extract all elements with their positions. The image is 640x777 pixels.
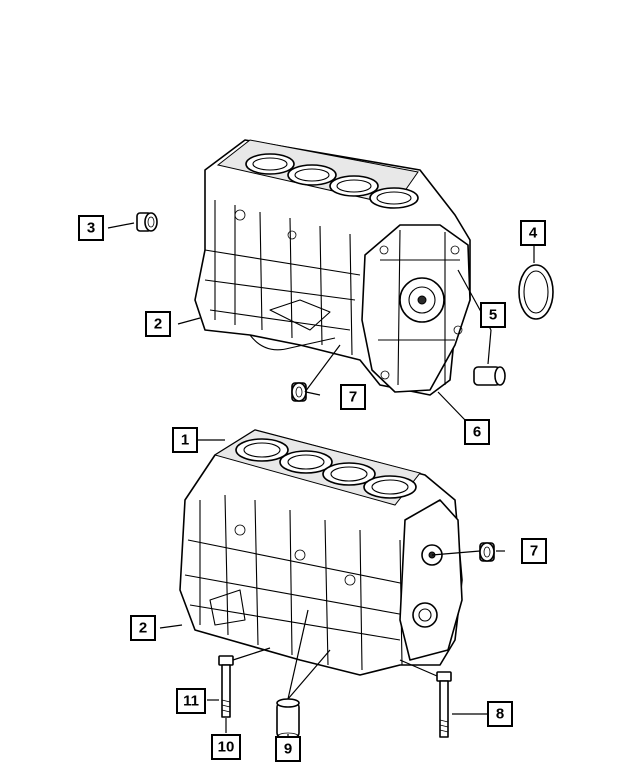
callout-2-lower: 2	[130, 615, 156, 641]
svg-text:6: 6	[473, 424, 481, 441]
bolt-part-8	[436, 671, 452, 738]
svg-text:8: 8	[496, 706, 504, 723]
cup-plug-part-3	[136, 212, 158, 232]
callout-6: 6	[464, 419, 490, 445]
callout-7-upper: 7	[340, 384, 366, 410]
svg-text:4: 4	[529, 225, 538, 242]
lower-engine-block-assembly	[179, 429, 463, 676]
svg-text:9: 9	[284, 741, 292, 758]
svg-text:3: 3	[87, 220, 95, 237]
cup-plug-part-7-lower	[479, 542, 495, 562]
callout-8: 8	[487, 701, 513, 727]
callout-5: 5	[480, 302, 506, 328]
bolt-part-10-11	[218, 655, 234, 718]
callout-11: 11	[176, 688, 206, 714]
svg-text:1: 1	[181, 432, 189, 449]
callout-4: 4	[520, 220, 546, 246]
callout-10: 10	[211, 734, 241, 760]
callout-2-upper: 2	[145, 311, 171, 337]
svg-text:2: 2	[154, 316, 162, 333]
svg-text:7: 7	[349, 389, 357, 406]
rear-main-seal-part-4	[518, 264, 554, 320]
callout-7-lower: 7	[521, 538, 547, 564]
svg-text:2: 2	[139, 620, 147, 637]
cup-plug-part-7-upper	[291, 382, 307, 402]
callout-1: 1	[172, 427, 198, 453]
svg-text:10: 10	[218, 739, 235, 756]
svg-text:11: 11	[183, 693, 199, 710]
svg-text:5: 5	[489, 307, 497, 324]
dowel-part-5	[473, 366, 506, 386]
upper-engine-block-assembly	[194, 139, 471, 396]
callout-3: 3	[78, 215, 104, 241]
svg-text:7: 7	[530, 543, 538, 560]
callout-9: 9	[275, 736, 301, 762]
